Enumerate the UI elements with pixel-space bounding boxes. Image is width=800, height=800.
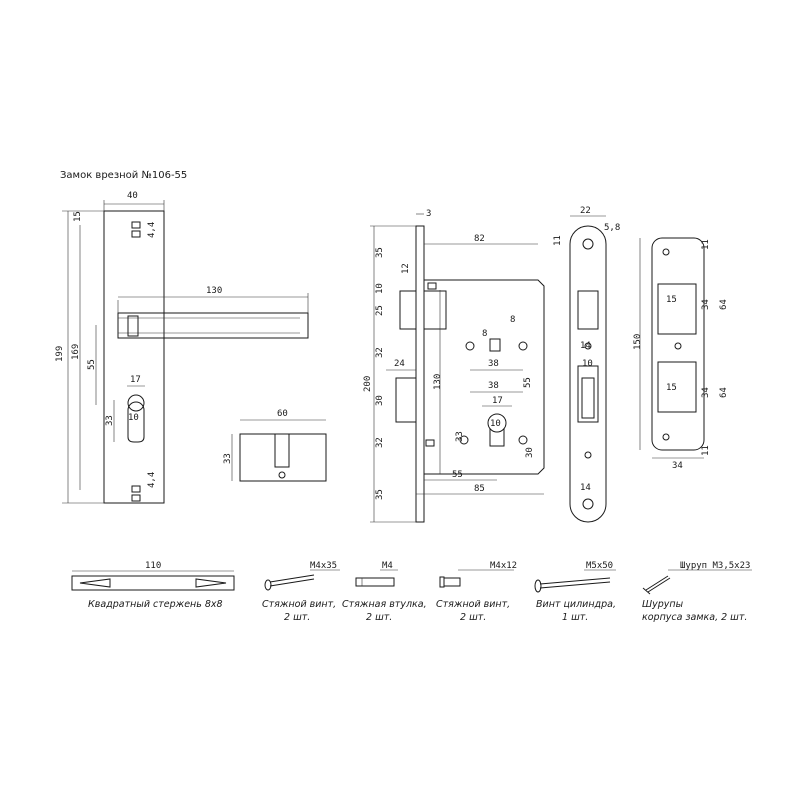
dim-handle-199: 199: [55, 346, 65, 362]
dim-lock-8b: 8: [510, 315, 515, 325]
dim-lock-35a: 35: [375, 247, 385, 258]
dim-strike-11a: 11: [701, 239, 711, 250]
dim-strike-15a: 15: [666, 295, 677, 305]
part-m4-label2: 2 шт.: [366, 612, 392, 623]
part-m435-label1: Стяжной винт,: [262, 599, 336, 610]
dim-face-14b: 14: [580, 483, 591, 493]
dim-hole-33: 33: [105, 415, 115, 426]
dim-face-14a: 14: [580, 341, 591, 351]
dim-lock-200: 200: [363, 376, 373, 392]
dim-handle-44b: 4,4: [147, 472, 157, 488]
dim-handle-width: 40: [127, 191, 138, 201]
dim-face-22: 22: [580, 206, 591, 216]
part-m435-spec: М4х35: [310, 561, 337, 571]
part-screw-label2: корпуса замка, 2 шт.: [642, 612, 747, 623]
part-screw-label1: Шурупы: [642, 599, 684, 610]
dim-handle-15: 15: [73, 211, 83, 222]
dim-handle-55: 55: [87, 359, 97, 370]
dim-lock-30: 30: [375, 395, 385, 406]
drawing-title: Замок врезной №106-55: [60, 170, 187, 181]
dim-face-10: 10: [582, 359, 593, 369]
dim-strike-34a: 34: [701, 299, 711, 310]
part-m550-label1: Винт цилиндра,: [536, 599, 616, 610]
dim-lock-85: 85: [474, 484, 485, 494]
cylinder-view: 60 33: [223, 409, 327, 482]
dim-hole-10: 10: [128, 413, 139, 423]
dim-lock-24: 24: [394, 359, 405, 369]
dim-lock-55v: 55: [523, 377, 533, 388]
dim-lock-10c: 10: [490, 419, 501, 429]
dim-face-58: 5,8: [604, 223, 620, 233]
handle-plate-view: 40 199 169 15 55 4,4 4,4 130 17 10: [55, 191, 309, 504]
part-rod-spec: 110: [145, 561, 161, 571]
dim-lock-82: 82: [474, 234, 485, 244]
faceplate-view: 22 5,8 11 14 10 14: [553, 206, 620, 523]
dim-strike-34b: 34: [701, 387, 711, 398]
part-screw-spec: Шуруп М3,5х23: [680, 561, 750, 571]
part-m412-spec: М4х12: [490, 561, 517, 571]
dim-lock-3: 3: [426, 209, 431, 219]
dim-cyl-60: 60: [277, 409, 288, 419]
strike-plate-view: 15 15 150 11 34 64 34 64 11 34: [633, 237, 729, 471]
dim-lock-12: 12: [401, 263, 411, 274]
dim-lock-32a: 32: [375, 347, 385, 358]
dim-lock-10: 10: [375, 283, 385, 294]
dim-lock-25: 25: [375, 305, 385, 316]
part-rod-label: Квадратный стержень 8х8: [88, 599, 223, 610]
part-m550-spec: М5х50: [586, 561, 613, 571]
part-m4-label1: Стяжная втулка,: [342, 599, 427, 610]
dim-face-11: 11: [553, 235, 563, 246]
dim-strike-11b: 11: [701, 445, 711, 456]
dim-lock-35b: 35: [375, 489, 385, 500]
dim-strike-64b: 64: [719, 387, 729, 398]
dim-cyl-33: 33: [223, 453, 233, 464]
part-m412-label1: Стяжной винт,: [436, 599, 510, 610]
dim-lock-8a: 8: [482, 329, 487, 339]
dim-strike-64a: 64: [719, 299, 729, 310]
dim-strike-15b: 15: [666, 383, 677, 393]
dim-lock-33: 33: [455, 431, 465, 442]
parts-row: 110 Квадратный стержень 8х8 М4х35 Стяжно…: [71, 561, 752, 623]
part-m435-label2: 2 шт.: [284, 612, 310, 623]
dim-lock-38a: 38: [488, 359, 499, 369]
dim-lock-38b: 38: [488, 381, 499, 391]
part-m4-spec: М4: [382, 561, 393, 571]
dim-lock-17: 17: [492, 396, 503, 406]
dim-lock-130: 130: [433, 374, 443, 390]
lock-body-view: 3 82 8 8 38 38 17 10 33 30 55 35: [363, 209, 545, 523]
dim-lock-30b: 30: [525, 447, 535, 458]
dim-handle-169: 169: [71, 344, 81, 360]
dim-strike-34: 34: [672, 461, 683, 471]
part-m550-label2: 1 шт.: [562, 612, 588, 623]
dim-hole-17: 17: [130, 375, 141, 385]
dim-handle-44a: 4,4: [147, 222, 157, 238]
part-m412-label2: 2 шт.: [460, 612, 486, 623]
dim-lever-130: 130: [206, 286, 222, 296]
dim-lock-32b: 32: [375, 437, 385, 448]
dim-lock-55h: 55: [452, 470, 463, 480]
dim-strike-150: 150: [633, 334, 643, 350]
